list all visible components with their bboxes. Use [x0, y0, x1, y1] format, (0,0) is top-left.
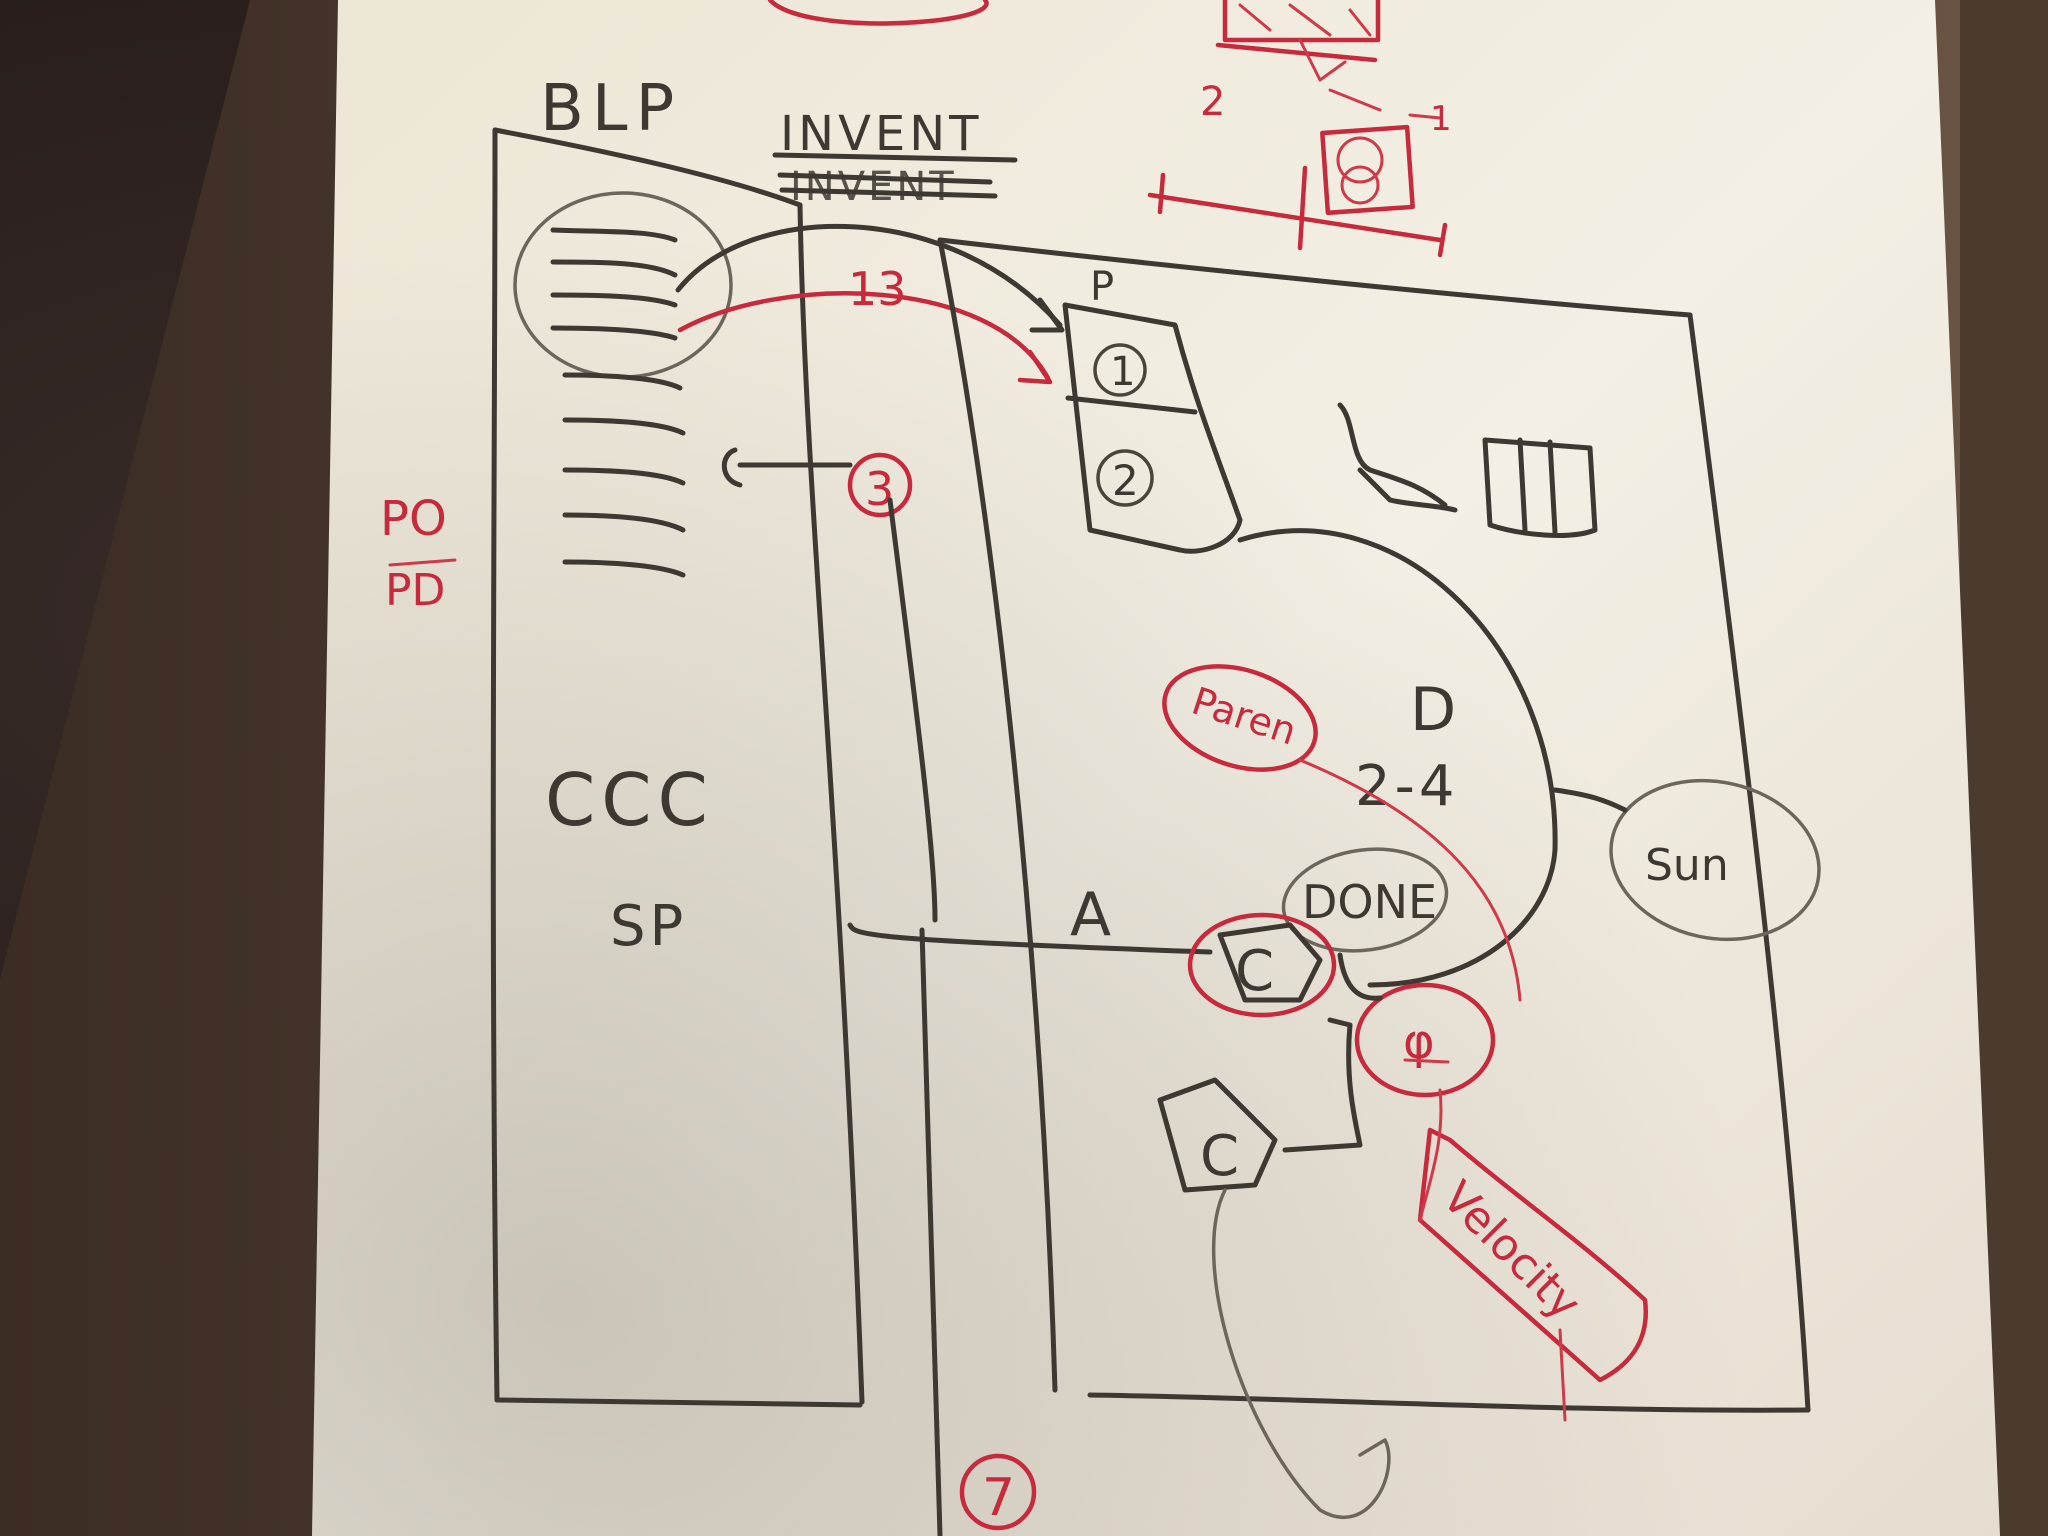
card-c-2-loop: [1212, 1188, 1391, 1520]
svg-text:C: C: [1235, 939, 1274, 1004]
svg-text:Sun: Sun: [1645, 840, 1729, 891]
paper-shadow: [312, 0, 2000, 1536]
marker-3-line: [887, 497, 938, 923]
svg-text:7: 7: [982, 1468, 1015, 1528]
marker-7: 7: [959, 1453, 1037, 1531]
top-oval-fragment: [767, 0, 989, 26]
p-column: [1062, 302, 1243, 554]
svg-text:DONE: DONE: [1302, 875, 1437, 929]
done-arc: [1237, 528, 1558, 988]
columns-doodle: [1482, 437, 1598, 538]
top-tick-label-1: 1: [1430, 99, 1452, 139]
top-tick-label-2: 2: [1200, 79, 1225, 125]
external-bubble: Sun: [1609, 778, 1821, 942]
d-column-label: D: [1410, 675, 1456, 745]
sp-to-card-line: [847, 922, 1213, 955]
box-item-1: 1: [1093, 343, 1147, 397]
svg-text:1: 1: [1110, 349, 1135, 395]
invent-struck-title: INVENT: [790, 164, 957, 210]
backlog-to-board-arrow-red: [677, 291, 1051, 381]
box-item-2: 2: [1096, 449, 1154, 507]
po-label: PO: [380, 491, 447, 547]
invent-title: INVENT: [780, 106, 982, 162]
pd-label: PD: [385, 565, 445, 616]
chart-doodle: [1337, 402, 1458, 513]
po-pd-note: PO PD: [380, 491, 457, 616]
sp-label: SP: [610, 894, 687, 959]
invent-heading: INVENT INVENT: [772, 106, 1018, 210]
svg-text:2: 2: [1112, 456, 1139, 505]
phi-marker: φ: [1354, 982, 1496, 1098]
ccc-label: CCC: [545, 758, 714, 842]
p-column-label: P: [1090, 264, 1114, 310]
kanban-board: P 1 2 D 2-4 Paren DONE Sun: [847, 237, 1821, 1536]
arrow-count: 13: [848, 262, 907, 316]
blp-panel: BLP: [490, 72, 865, 1408]
svg-text:C: C: [1200, 1124, 1239, 1189]
card-c-1: C: [1187, 912, 1337, 1018]
backlog-to-board-arrow: [675, 223, 1063, 328]
backlog-items: [513, 191, 853, 578]
blp-title: BLP: [540, 72, 682, 146]
done-badge: DONE: [1281, 847, 1449, 953]
range-label: 2-4: [1355, 754, 1458, 819]
a-label: A: [1070, 880, 1111, 950]
top-right-red-sketch: 2 1: [1147, 0, 1452, 258]
card-c-2: C: [1157, 1077, 1278, 1193]
